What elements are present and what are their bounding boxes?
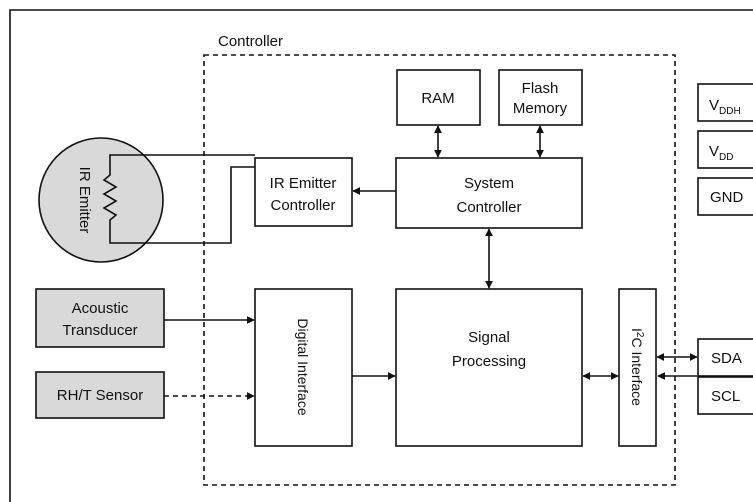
system-controller-block bbox=[395, 157, 583, 229]
pin-vddh-sub: DDH bbox=[719, 106, 741, 117]
rht-sensor-block bbox=[35, 371, 165, 419]
pin-scl-label: SCL bbox=[711, 388, 740, 405]
ir-wire-bottom bbox=[109, 166, 255, 244]
acoustic-transducer-block bbox=[35, 288, 165, 348]
flash-memory-block bbox=[498, 69, 583, 126]
controller-label: Controller bbox=[218, 33, 283, 50]
pin-vddh-label: VDDH bbox=[709, 97, 741, 117]
i2c-sup: 2 bbox=[634, 332, 645, 338]
outer-frame bbox=[9, 9, 753, 502]
ir-emitter-label: IR Emitter bbox=[76, 167, 93, 234]
controller-region bbox=[203, 54, 676, 486]
rht-sensor-label: RH/T Sensor bbox=[57, 387, 143, 404]
pin-sda-label: SDA bbox=[711, 350, 742, 367]
pin-sda bbox=[697, 338, 753, 377]
pin-scl bbox=[697, 376, 753, 415]
pin-vddh bbox=[697, 83, 753, 122]
flash-label-line1: Flash bbox=[522, 80, 559, 97]
pin-vdd-label: VDD bbox=[709, 143, 733, 163]
pin-vddh-main: V bbox=[709, 97, 719, 114]
ir-emitter-controller-label-line2: Controller bbox=[270, 197, 335, 214]
i2c-prefix: I bbox=[629, 328, 645, 332]
ir-emitter-controller-label-line1: IR Emitter bbox=[270, 175, 337, 192]
acoustic-label-line2: Transducer bbox=[62, 322, 137, 339]
signal-processing-block bbox=[395, 288, 583, 447]
signal-processing-label-line1: Signal bbox=[468, 329, 510, 346]
signal-processing-label-line2: Processing bbox=[452, 353, 526, 370]
resistor-icon bbox=[102, 165, 118, 232]
pin-gnd bbox=[697, 177, 753, 216]
ram-label: RAM bbox=[421, 90, 454, 107]
ir-wire-top bbox=[109, 154, 255, 165]
acoustic-label-line1: Acoustic bbox=[72, 300, 129, 317]
system-controller-label-line2: Controller bbox=[456, 199, 521, 216]
ir-emitter-circle bbox=[38, 137, 164, 263]
digital-interface-label: Digital Interface bbox=[295, 318, 311, 415]
i2c-suffix: C Interface bbox=[629, 337, 645, 406]
system-controller-label-line1: System bbox=[464, 175, 514, 192]
ram-block bbox=[396, 69, 481, 126]
i2c-interface-label: I2C Interface bbox=[629, 328, 645, 406]
i2c-interface-block bbox=[618, 288, 657, 447]
pin-vdd-main: V bbox=[709, 143, 719, 160]
pin-vdd-sub: DD bbox=[719, 152, 733, 163]
ir-emitter-controller-block bbox=[254, 157, 353, 227]
digital-interface-block bbox=[254, 288, 353, 447]
pin-gnd-label: GND bbox=[710, 189, 744, 206]
flash-label-line2: Memory bbox=[513, 100, 568, 117]
pin-vdd bbox=[697, 130, 753, 169]
